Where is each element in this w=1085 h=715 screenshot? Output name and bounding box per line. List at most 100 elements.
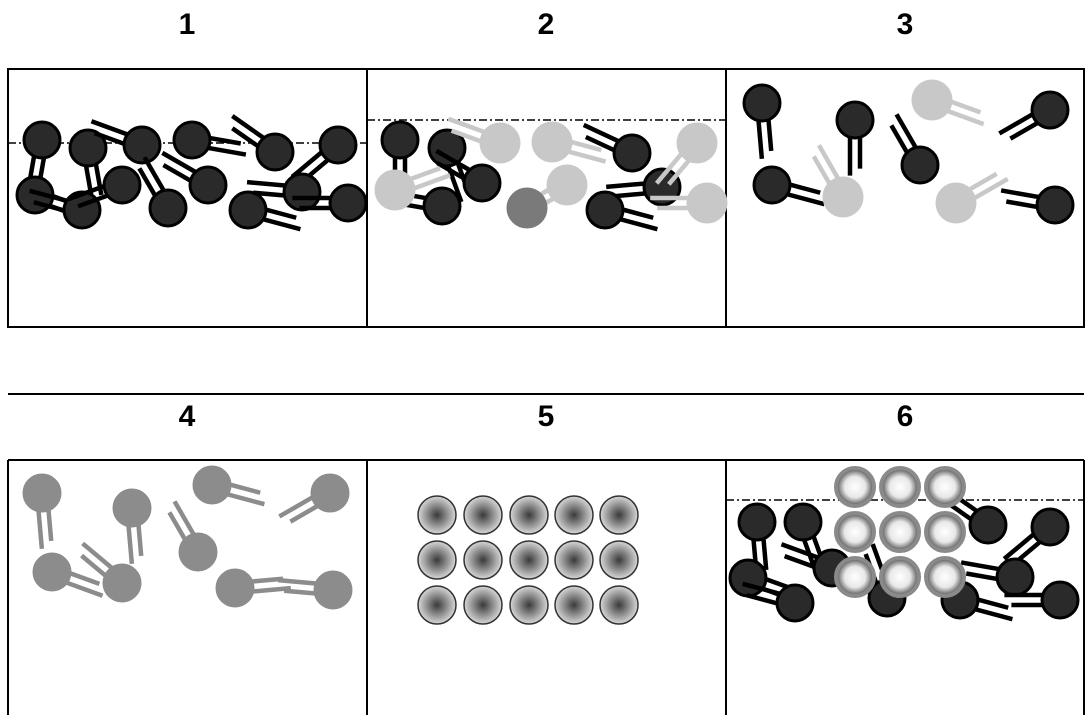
molecule-head bbox=[102, 165, 142, 205]
surfactant-molecule bbox=[167, 500, 218, 572]
molecule-head bbox=[380, 120, 420, 160]
array-particle bbox=[599, 495, 639, 535]
molecule-head bbox=[737, 502, 777, 542]
surfactant-molecule bbox=[1000, 185, 1075, 225]
surfactant-molecule bbox=[246, 172, 322, 212]
array-particle bbox=[554, 540, 594, 580]
molecule-head bbox=[310, 473, 350, 513]
shell-particle bbox=[879, 511, 921, 553]
shell-particle bbox=[924, 556, 966, 598]
array-particle bbox=[554, 585, 594, 625]
molecule-head bbox=[192, 465, 232, 505]
surfactant-molecule bbox=[292, 183, 368, 223]
molecule-head bbox=[148, 188, 188, 228]
array-particle bbox=[509, 585, 549, 625]
surfactant-molecule bbox=[278, 473, 350, 524]
surfactant-molecule bbox=[506, 176, 580, 229]
molecule-head bbox=[462, 163, 502, 203]
surfactant-molecule bbox=[447, 116, 521, 164]
surfactant-molecule bbox=[585, 190, 658, 232]
molecule-head bbox=[32, 552, 72, 592]
molecule-head bbox=[612, 133, 652, 173]
surfactant-molecule bbox=[531, 121, 607, 164]
surfactant-molecule bbox=[32, 552, 104, 598]
surfactant-molecule bbox=[811, 144, 864, 218]
surfactant-molecule bbox=[742, 581, 815, 623]
molecule-head bbox=[68, 128, 108, 168]
surfactant-molecule bbox=[650, 182, 728, 224]
panel-label-3: 3 bbox=[896, 8, 914, 41]
molecule-head bbox=[995, 557, 1035, 597]
surfactant-molecule bbox=[752, 165, 825, 207]
molecule-head bbox=[215, 568, 255, 608]
molecule-head bbox=[835, 100, 875, 140]
shell-particle bbox=[834, 511, 876, 553]
molecule-head bbox=[228, 190, 268, 230]
molecule-head bbox=[479, 122, 521, 164]
surfactant-molecule bbox=[67, 165, 142, 209]
molecule-head bbox=[742, 83, 782, 123]
molecule-head bbox=[178, 532, 218, 572]
shell-particle bbox=[924, 511, 966, 553]
molecule-head bbox=[506, 187, 548, 229]
top-row-frame bbox=[7, 68, 1085, 328]
surfactant-molecule bbox=[80, 541, 142, 603]
array-particle bbox=[509, 540, 549, 580]
array-particle bbox=[417, 585, 457, 625]
surfactant-molecule bbox=[172, 120, 247, 160]
surfactant-molecule bbox=[835, 100, 875, 176]
array-particle bbox=[554, 495, 594, 535]
surfactant-molecule bbox=[22, 473, 62, 550]
molecule-head bbox=[1030, 90, 1070, 130]
molecule-head bbox=[22, 473, 62, 513]
surfactant-molecule bbox=[161, 150, 228, 205]
molecule-head bbox=[686, 182, 728, 224]
surfactant-molecule bbox=[998, 90, 1070, 141]
array-particle bbox=[509, 495, 549, 535]
surfactant-molecule bbox=[582, 122, 652, 173]
array-particle bbox=[599, 585, 639, 625]
surfactant-molecule bbox=[1004, 580, 1080, 620]
shell-particle bbox=[834, 466, 876, 508]
molecule-head bbox=[1040, 580, 1080, 620]
array-particle bbox=[599, 540, 639, 580]
surfactant-molecule bbox=[137, 156, 188, 228]
molecule-head bbox=[968, 505, 1008, 545]
surfactant-molecule bbox=[231, 114, 295, 172]
molecule-head bbox=[22, 120, 62, 160]
surfactant-molecule bbox=[90, 119, 162, 165]
molecule-head bbox=[112, 488, 152, 528]
panel-label-2: 2 bbox=[537, 8, 555, 41]
surfactant-molecule bbox=[435, 148, 502, 203]
surfactant-molecule bbox=[654, 122, 718, 186]
molecule-head bbox=[102, 563, 142, 603]
array-particle bbox=[417, 495, 457, 535]
surfactant-molecule bbox=[889, 113, 940, 185]
molecule-head bbox=[822, 176, 864, 218]
surfactant-molecule bbox=[277, 570, 353, 610]
array-particle bbox=[463, 585, 503, 625]
shell-particle bbox=[879, 556, 921, 598]
array-particle bbox=[463, 495, 503, 535]
molecule-head bbox=[783, 502, 823, 542]
surfactant-molecule bbox=[374, 166, 451, 211]
molecule-head bbox=[122, 125, 162, 165]
molecule-head bbox=[775, 583, 815, 623]
molecule-head bbox=[935, 182, 977, 224]
molecule-head bbox=[531, 121, 573, 163]
molecule-head bbox=[911, 79, 953, 121]
panel-label-6: 6 bbox=[896, 400, 914, 433]
molecule-head bbox=[676, 122, 718, 164]
surfactant-molecule bbox=[192, 465, 265, 507]
shell-particle bbox=[924, 466, 966, 508]
surfactant-molecule bbox=[228, 190, 301, 232]
surfactant-molecule bbox=[911, 79, 985, 127]
molecule-head bbox=[374, 169, 416, 211]
molecule-head bbox=[255, 132, 295, 172]
molecule-head bbox=[422, 186, 462, 226]
molecule-head bbox=[188, 165, 228, 205]
surfactant-molecule bbox=[112, 488, 152, 565]
shell-particle bbox=[834, 556, 876, 598]
molecule-head bbox=[1035, 185, 1075, 225]
